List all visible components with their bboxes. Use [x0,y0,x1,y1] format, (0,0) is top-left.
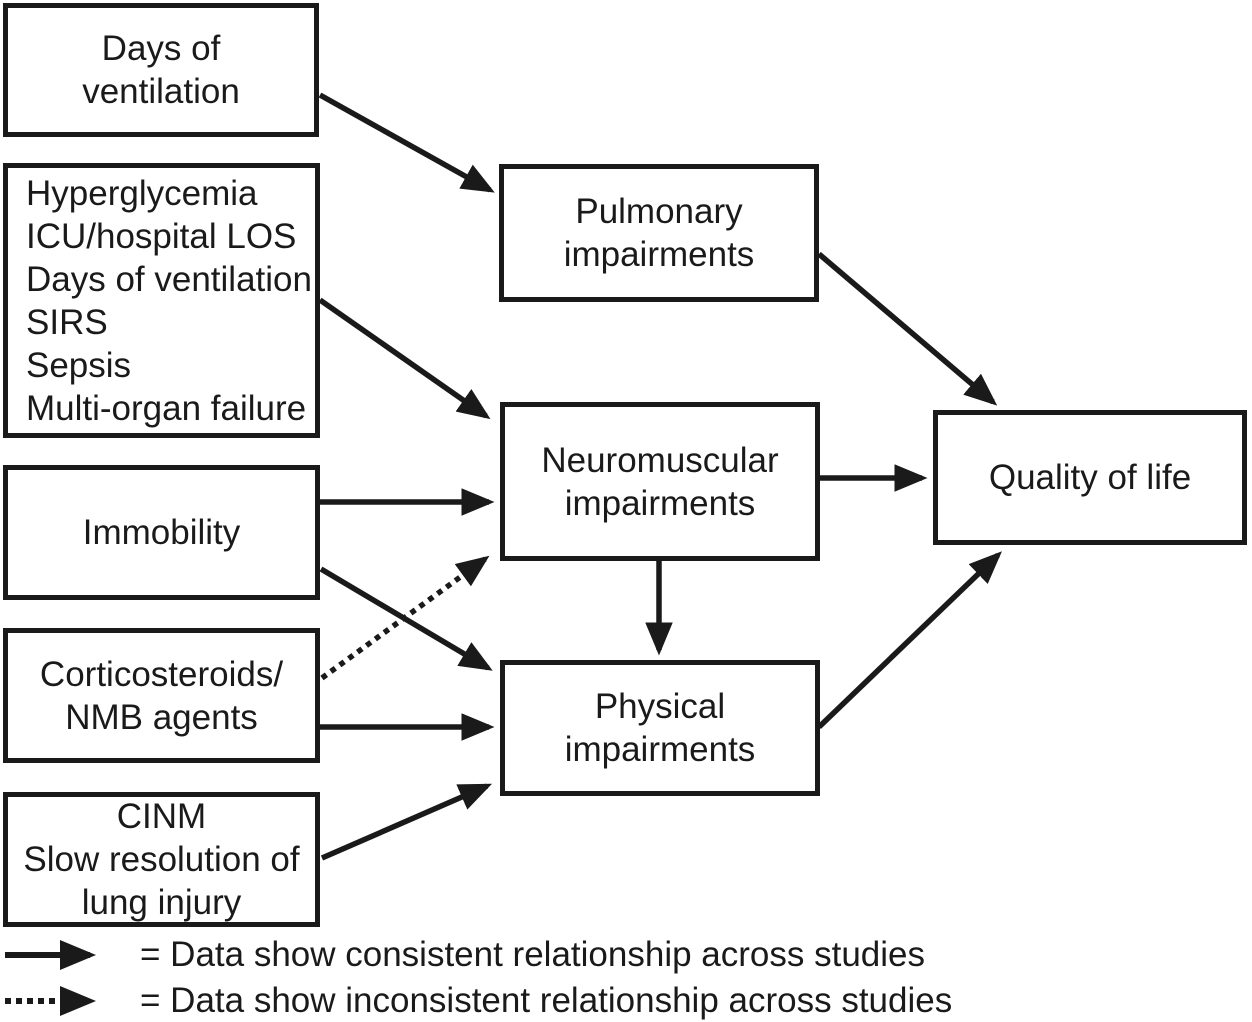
box-qol-line: Quality of life [988,458,1192,497]
box-risk-line: Days of ventilation [26,259,312,299]
box-pulmonary-line: Pulmonary [575,192,743,231]
legend-consistent-row: = Data show consistent relationship acro… [2,933,925,977]
box-risk-line: Multi-organ failure [26,388,307,428]
box-neuro-line: Neuromuscular [541,440,779,480]
arrow-pulmonary-to-qol [817,251,998,406]
legend-consistent-label: = Data show consistent relationship acro… [140,935,925,974]
box-pulmonary-impairments: Pulmonary impairments [499,164,819,302]
box-risk-line: SIRS [26,302,108,342]
solid-arrow-icon [5,940,96,970]
box-quality-of-life: Quality of life [933,410,1247,545]
box-corticosteroids-nmb-agents: Corticosteroids/ NMB agents [3,628,320,763]
box-cortico-line: NMB agents [65,697,258,737]
box-immobility: Immobility [3,465,320,600]
arrow-risk-factors-to-neuromuscular [318,297,491,420]
box-pulmonary-line: impairments [563,235,755,274]
box-cortico-line: Corticosteroids/ [39,654,284,694]
box-risk-factors: Hyperglycemia ICU/hospital LOS Days of v… [3,163,320,438]
box-cinm-line: CINM [116,797,207,836]
box-days-line: Days of [101,29,221,68]
legend-inconsistent-label: = Data show inconsistent relationship ac… [140,981,953,1020]
arrow-corticosteroids-to-neuromuscular-dotted [320,555,490,681]
box-cinm-line: lung injury [81,883,242,922]
box-days-line: ventilation [82,72,240,111]
box-immobility-line: Immobility [82,513,241,552]
box-risk-line: Sepsis [26,345,132,385]
box-cinm-slow-resolution: CINM Slow resolution of lung injury [3,792,320,927]
box-physical-line: Physical [594,687,726,726]
box-neuromuscular-impairments: Neuromuscular impairments [500,402,820,561]
legend-inconsistent-row: = Data show inconsistent relationship ac… [2,979,952,1022]
box-days-of-ventilation: Days of ventilation [3,3,319,137]
box-risk-line: ICU/hospital LOS [26,216,297,256]
box-cinm-line: Slow resolution of [23,840,300,879]
box-risk-line: Hyperglycemia [26,173,258,213]
box-physical-line: impairments [564,730,756,769]
box-physical-impairments: Physical impairments [500,660,820,796]
arrow-cinm-to-physical [320,783,493,861]
box-neuro-line: impairments [564,483,756,523]
arrow-physical-to-qol [817,551,1002,729]
dotted-arrow-icon [5,986,96,1016]
arrow-days-to-pulmonary [318,92,495,193]
